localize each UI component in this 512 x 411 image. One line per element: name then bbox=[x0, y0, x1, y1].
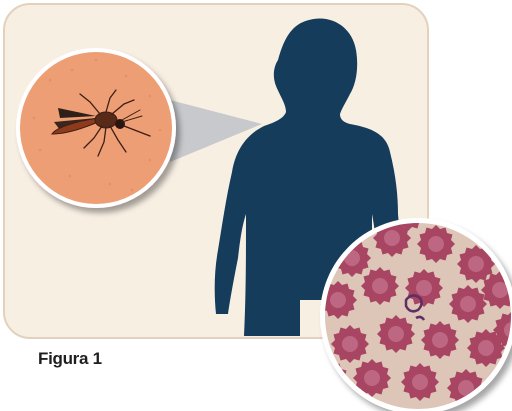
figure-caption: Figura 1 bbox=[38, 349, 102, 369]
blood-cell-center bbox=[460, 296, 476, 312]
blood-cell-center bbox=[388, 326, 404, 342]
blood-cell-center bbox=[428, 236, 444, 252]
blood-cell-center bbox=[372, 278, 388, 294]
blood-cell-center bbox=[364, 370, 380, 386]
blood-cell bbox=[437, 187, 475, 225]
blood-cell-center bbox=[448, 198, 464, 214]
blood-cell-center bbox=[330, 292, 346, 308]
blood-cell-center bbox=[432, 332, 448, 348]
blood-cell-center bbox=[322, 372, 338, 388]
blood-cell-center bbox=[468, 256, 484, 272]
blood-cell-center bbox=[412, 374, 428, 390]
blood-cell-center bbox=[342, 336, 358, 352]
blood-cell-center bbox=[384, 230, 400, 246]
blood-cell-center bbox=[478, 340, 494, 356]
mosquito-bubble bbox=[16, 48, 176, 208]
blood-cell-center bbox=[416, 280, 432, 296]
